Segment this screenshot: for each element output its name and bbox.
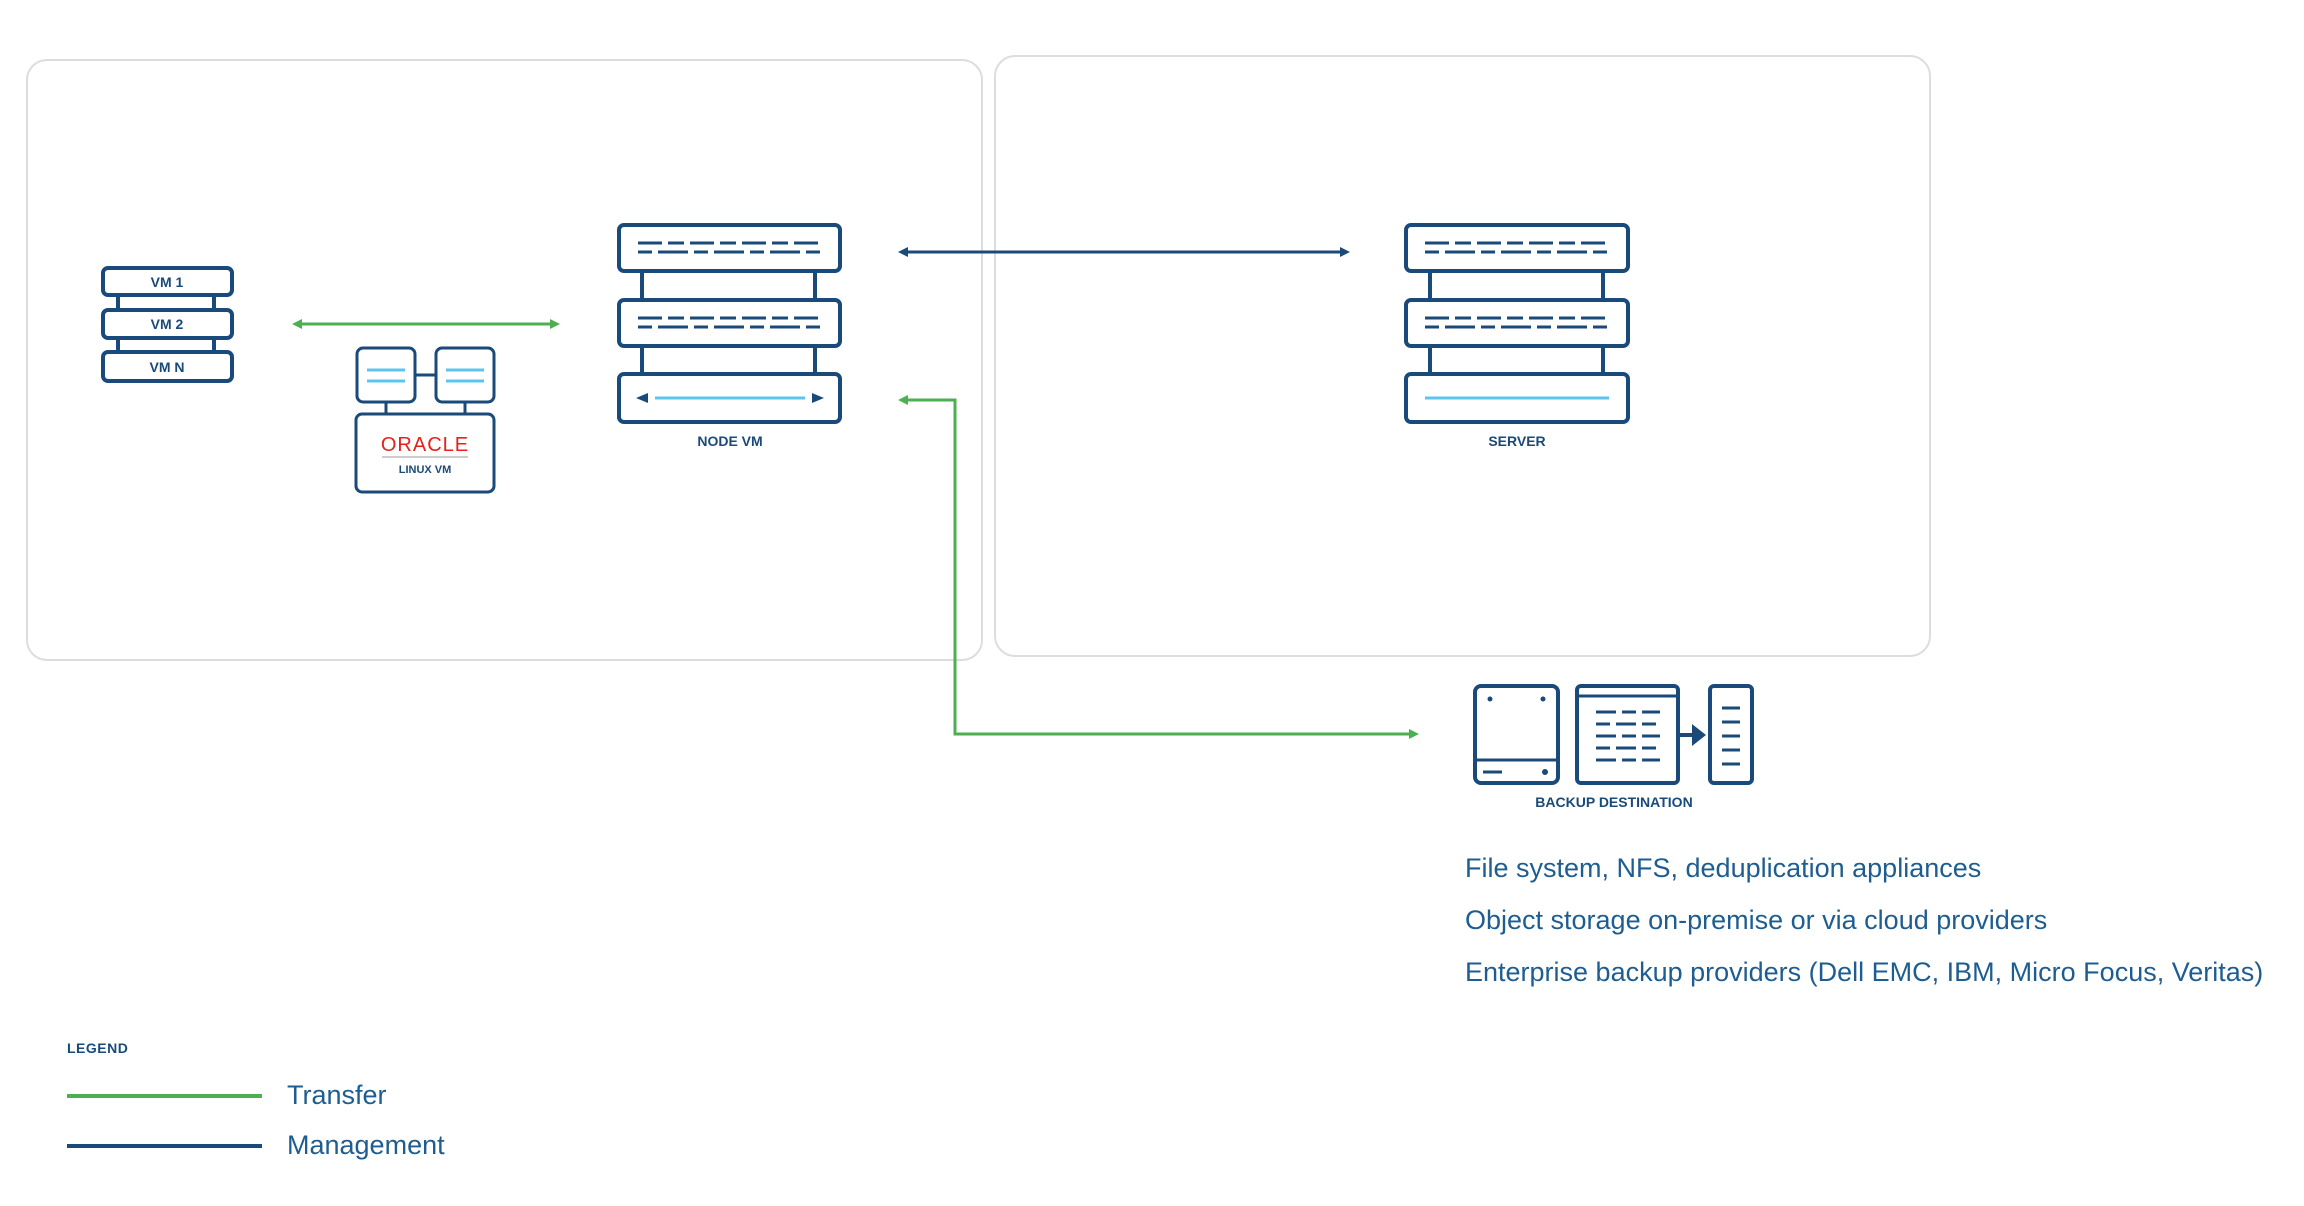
backup-desc-filesystem: File system, NFS, deduplication applianc…	[1465, 853, 1982, 883]
vm-1-box	[101, 266, 234, 297]
node-vm-label: NODE VM	[697, 433, 762, 449]
legend-title: LEGEND	[67, 1040, 129, 1056]
right-group-box	[994, 55, 1931, 657]
vm-n-label: VM N	[150, 359, 185, 375]
backup-desc-object-storage: Object storage on-premise or via cloud p…	[1465, 905, 2048, 935]
node-vm: NODE VM	[617, 223, 842, 449]
vm-stack: VM 1 VM 2 VM N	[101, 266, 234, 383]
transfer-arrow-node-backup	[898, 395, 1419, 739]
vm-n-box	[101, 350, 234, 383]
left-group-box	[26, 59, 983, 661]
disk-icon	[1473, 684, 1560, 785]
legend-label-management: Management	[287, 1130, 445, 1160]
server-label: SERVER	[1488, 433, 1545, 449]
vm-1-label: VM 1	[151, 274, 184, 290]
backup-desc-enterprise: Enterprise backup providers (Dell EMC, I…	[1465, 957, 2264, 987]
oracle-label: LINUX VM	[399, 464, 452, 476]
oracle-logo: ORACLE	[381, 434, 469, 456]
oracle-linux-vm: ORACLE LINUX VM	[354, 346, 496, 494]
vm-2-label: VM 2	[151, 316, 184, 332]
arrow-right-icon	[1692, 724, 1706, 746]
backup-label: BACKUP DESTINATION	[1535, 794, 1692, 810]
vm-2-box	[101, 308, 234, 340]
server: SERVER	[1404, 223, 1630, 449]
backup-destination: BACKUP DESTINATION	[1473, 684, 1754, 810]
legend-label-transfer: Transfer	[287, 1080, 387, 1110]
